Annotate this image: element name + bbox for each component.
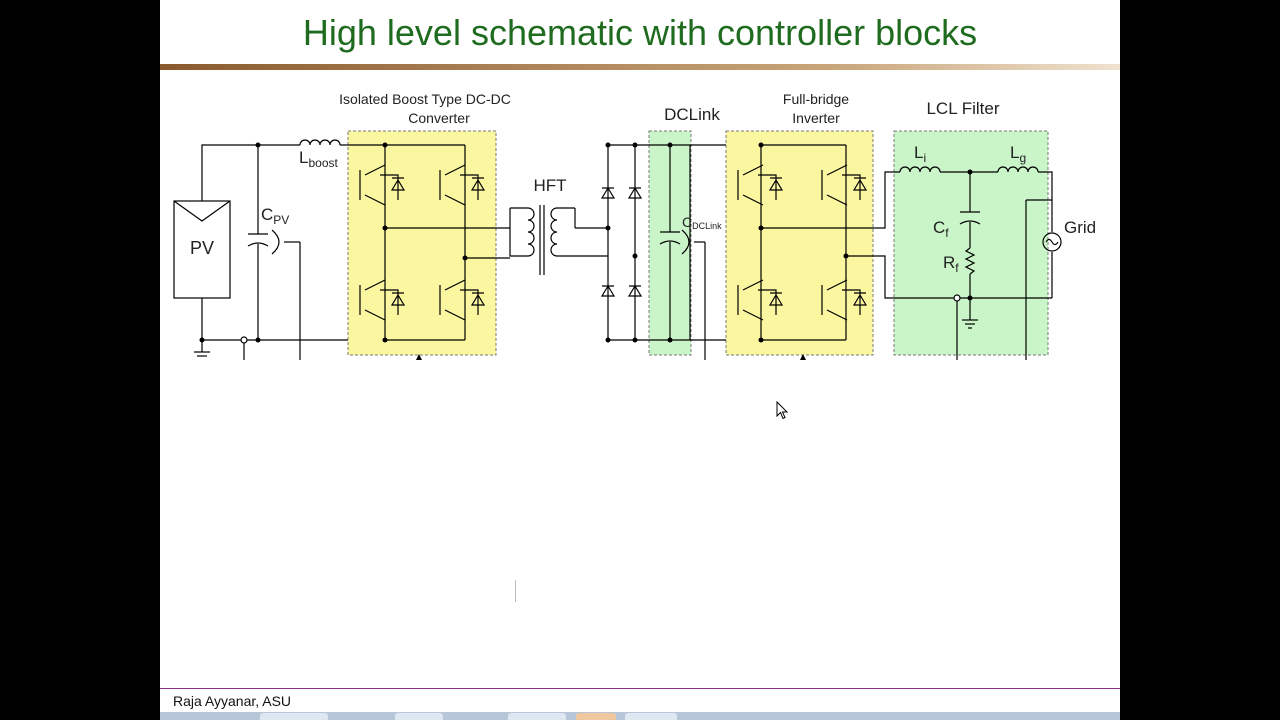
grid-label: Grid <box>1064 218 1096 237</box>
taskbar-button[interactable] <box>395 713 443 720</box>
lcl-filter-block <box>893 130 1049 356</box>
inverter-label-line1: Full-bridge <box>783 91 849 107</box>
converter-switches <box>359 164 486 321</box>
taskbar-button[interactable] <box>625 713 677 720</box>
mouse-pointer-icon <box>776 401 789 420</box>
hft-label: HFT <box>533 176 566 195</box>
lcl-filter-label: LCL Filter <box>926 99 999 118</box>
l-g-label: Lg <box>1010 143 1026 165</box>
dcdc-block-label-line1: Isolated Boost Type DC-DC <box>339 91 511 107</box>
title-divider <box>160 64 1120 70</box>
inverter-block <box>725 130 874 356</box>
taskbar-button[interactable] <box>576 713 616 720</box>
presentation-slide: High level schematic with controller blo… <box>160 0 1120 720</box>
slide-footer: Raja Ayyanar, ASU <box>173 693 292 709</box>
l-i-label: Li <box>914 143 926 165</box>
pv-label: PV <box>190 238 214 258</box>
l-boost-label: Lboost <box>299 148 338 170</box>
slide-title: High level schematic with controller blo… <box>302 12 978 53</box>
footer-divider <box>160 688 1120 689</box>
dclink-label: DCLink <box>664 105 720 124</box>
dcdc-converter-block <box>347 130 497 356</box>
dcdc-block-label-line2: Converter <box>408 110 470 126</box>
junction-dots <box>199 142 973 360</box>
c-f-label: Cf <box>933 218 949 240</box>
text-caret-mark <box>515 580 516 602</box>
taskbar-button[interactable] <box>508 713 566 720</box>
circuit-schematic: Isolated Boost Type DC-DC Converter DCLi… <box>173 91 1096 360</box>
inverter-switches <box>737 164 868 321</box>
r-f-label: Rf <box>943 253 959 275</box>
c-dclink-label: CDCLink <box>682 214 722 231</box>
inverter-label-line2: Inverter <box>792 110 840 126</box>
c-pv-label: CPV <box>261 205 289 227</box>
taskbar-button[interactable] <box>260 713 328 720</box>
